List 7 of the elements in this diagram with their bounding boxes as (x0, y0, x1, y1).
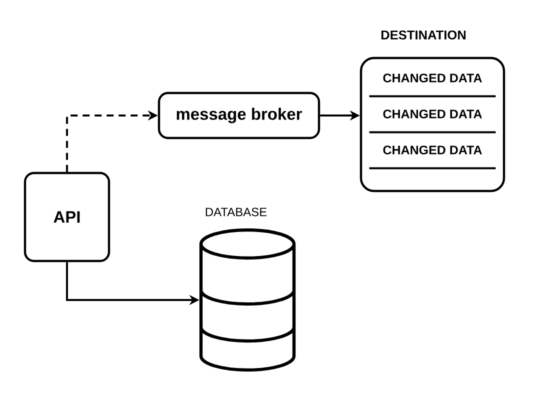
process-box: API (24, 172, 110, 262)
list-row: CHANGED DATA (369, 74, 496, 98)
list-row: CHANGED DATA (369, 146, 496, 170)
cylinder-label: DATABASE (206, 208, 267, 216)
list-row: CHANGED DATA (369, 110, 496, 134)
process-box: message broker (158, 92, 320, 140)
box-heading: DESTINATION (381, 30, 466, 40)
